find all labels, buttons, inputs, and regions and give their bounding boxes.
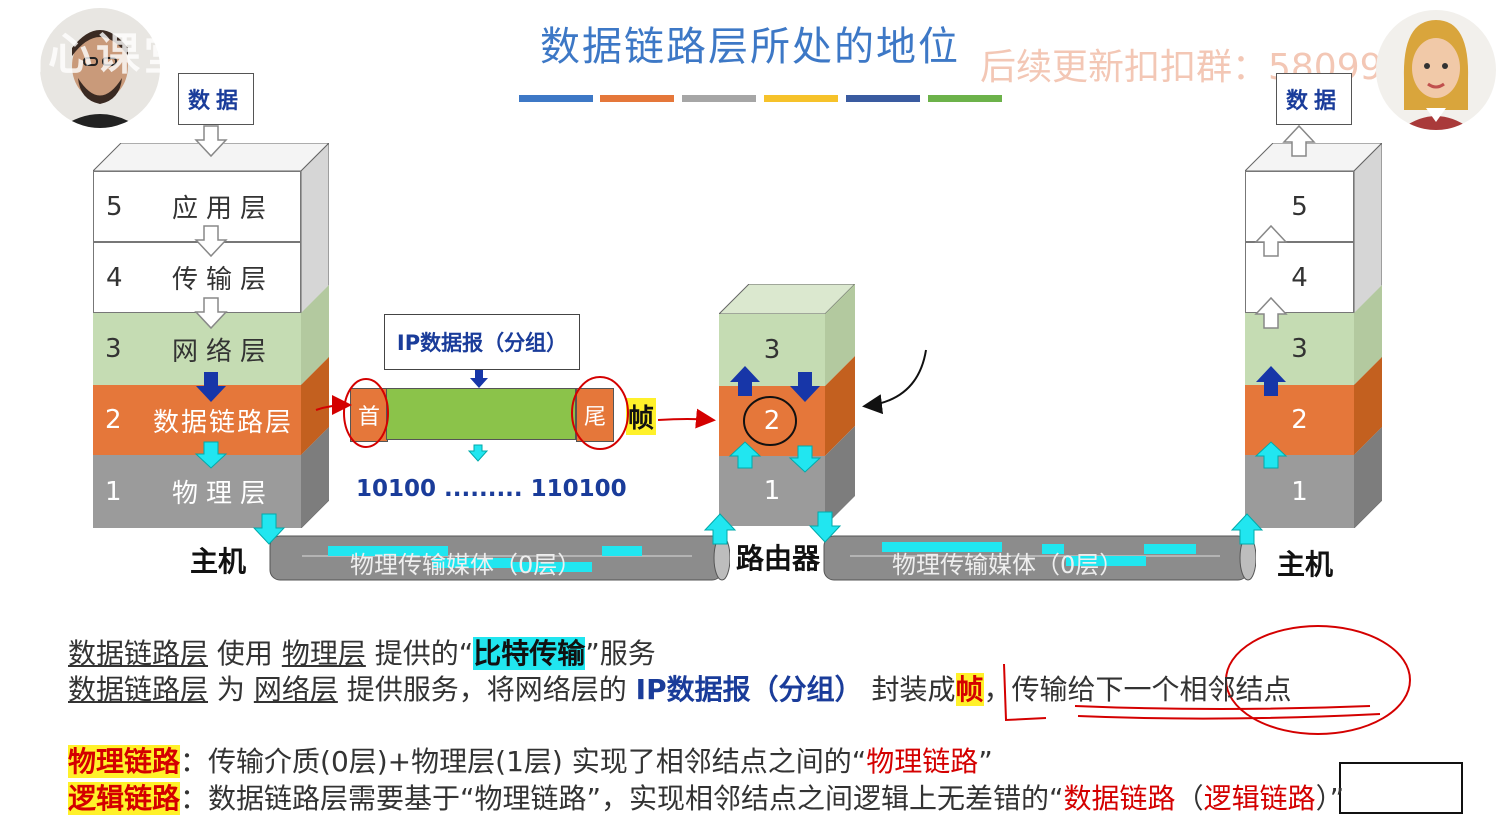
right-layer-3: 3 [1245,313,1354,385]
left-layer-4: 4 传输层 [93,242,301,313]
medium-left-label: 物理传输媒体（0层） [350,551,582,579]
avatar-right [1376,10,1496,130]
text-fragment: 数据链路层 [68,637,209,670]
left-layer-2: 2 数据链路层 [93,385,301,455]
frame-head: 首 [350,388,388,442]
title-color-bar-gray [682,95,756,102]
text-fragment: 物理层 [281,637,366,670]
right-layer-4: 4 [1245,242,1354,313]
medium-right-label: 物理传输媒体（0层） [892,551,1124,579]
title-color-bar-orange [600,95,674,102]
bit-stream: 10100 ......... 110100 [356,476,627,502]
text-line-4: 逻辑链路：数据链路层需要基于“物理链路”，实现相邻结点之间逻辑上无差错的“数据链… [68,777,1344,817]
down-arrow-icon [470,370,488,388]
frame-label: 帧 [626,398,657,435]
left-data-box: 数据 [178,73,254,125]
ip-packet-label: IP数据报（分组） [384,314,580,370]
text-fragment: 数据链路层 [68,673,209,706]
text-fragment: 逻辑链路 [1203,782,1316,815]
layer-name: 网络层 [171,336,274,367]
text-fragment: 数据链路 [1063,782,1176,815]
text-fragment: 物理链路 [866,745,979,778]
physical-link-label: 物理链路 [68,745,181,778]
text-fragment: IP数据报（分组） [635,673,863,706]
left-layer-5: 5 应用层 [93,171,301,242]
router-layer-3: 3 [719,314,825,386]
text-fragment: ）” [1315,782,1345,815]
title-color-bar-yellow [764,95,838,102]
text-line-2: 数据链路层 为 网络层 提供服务，将网络层的 IP数据报（分组） 封装成帧，传输… [68,668,1292,708]
medium-left: 物理传输媒体（0层） [262,532,730,584]
layer-name: 物理层 [171,479,274,509]
right-layer-5: 5 [1245,171,1354,242]
layer-name: 传输层 [171,265,274,295]
right-layer-1: 1 [1245,455,1354,528]
text-fragment: 为 [208,673,254,706]
highlight-frame: 帧 [955,673,984,706]
left-layer-1: 1 物理层 [93,455,301,528]
layer-number: 4 [106,262,123,293]
router-layer-2: 2 [719,386,825,456]
frame-tail: 尾 [576,388,614,442]
router-label: 路由器 [736,542,821,575]
logo-watermark: 知心课堂 [0,29,192,80]
down-arrow-icon [467,444,489,462]
left-host-label: 主机 [190,545,247,578]
text-fragment: 网络层 [253,673,338,706]
layer-number: 5 [106,191,123,222]
text-fragment: 提供的“ [365,637,474,670]
text-fragment: （ [1175,782,1204,815]
right-host-stack: 5 4 3 2 1 [1245,143,1382,528]
page-title: 数据链路层所处的地位 [540,24,960,70]
logical-link-label: 逻辑链路 [68,782,181,815]
layer-name: 数据链路层 [152,407,293,438]
title-color-bar-blue [519,95,593,102]
text-line-3: 物理链路：传输介质(0层)+物理层(1层) 实现了相邻结点之间的“物理链路” [68,740,993,780]
title-color-bar-navy [846,95,920,102]
medium-right: 物理传输媒体（0层） [820,532,1256,584]
text-fragment: ”服务 [585,637,656,670]
text-line-1: 数据链路层 使用 物理层 提供的“比特传输”服务 [68,632,656,672]
text-fragment: 使用 [208,637,282,670]
title-color-bar-green [928,95,1002,102]
router-stack: 3 2 1 [719,284,855,526]
avatar-left [40,8,160,128]
left-host-stack: 5 应用层 4 传输层 3 网络层 2 数据链路层 1 物理层 [93,143,329,528]
text-fragment: 封装成 [862,673,956,706]
text-fragment: ，传输给下一个相邻结点 [983,673,1292,706]
text-fragment: ：传输介质(0层)+物理层(1层) 实现了相邻结点之间的“ [180,745,867,778]
text-fragment: 提供服务，将网络层的 [337,673,636,706]
left-layer-3: 3 网络层 [93,313,301,385]
highlight-bit-transfer: 比特传输 [473,637,586,670]
text-fragment: ：数据链路层需要基于“物理链路”，实现相邻结点之间逻辑上无差错的“ [180,782,1064,815]
text-fragment: ” [978,745,993,778]
right-host-label: 主机 [1277,548,1334,581]
right-data-box: 数据 [1276,73,1352,125]
frame-payload [386,388,576,440]
layer-number: 3 [105,334,122,364]
layer-number: 2 [105,405,122,435]
layer-name: 应用层 [171,194,274,224]
layer-number: 1 [105,476,122,507]
router-layer-1: 1 [719,456,825,526]
right-layer-2: 2 [1245,385,1354,455]
